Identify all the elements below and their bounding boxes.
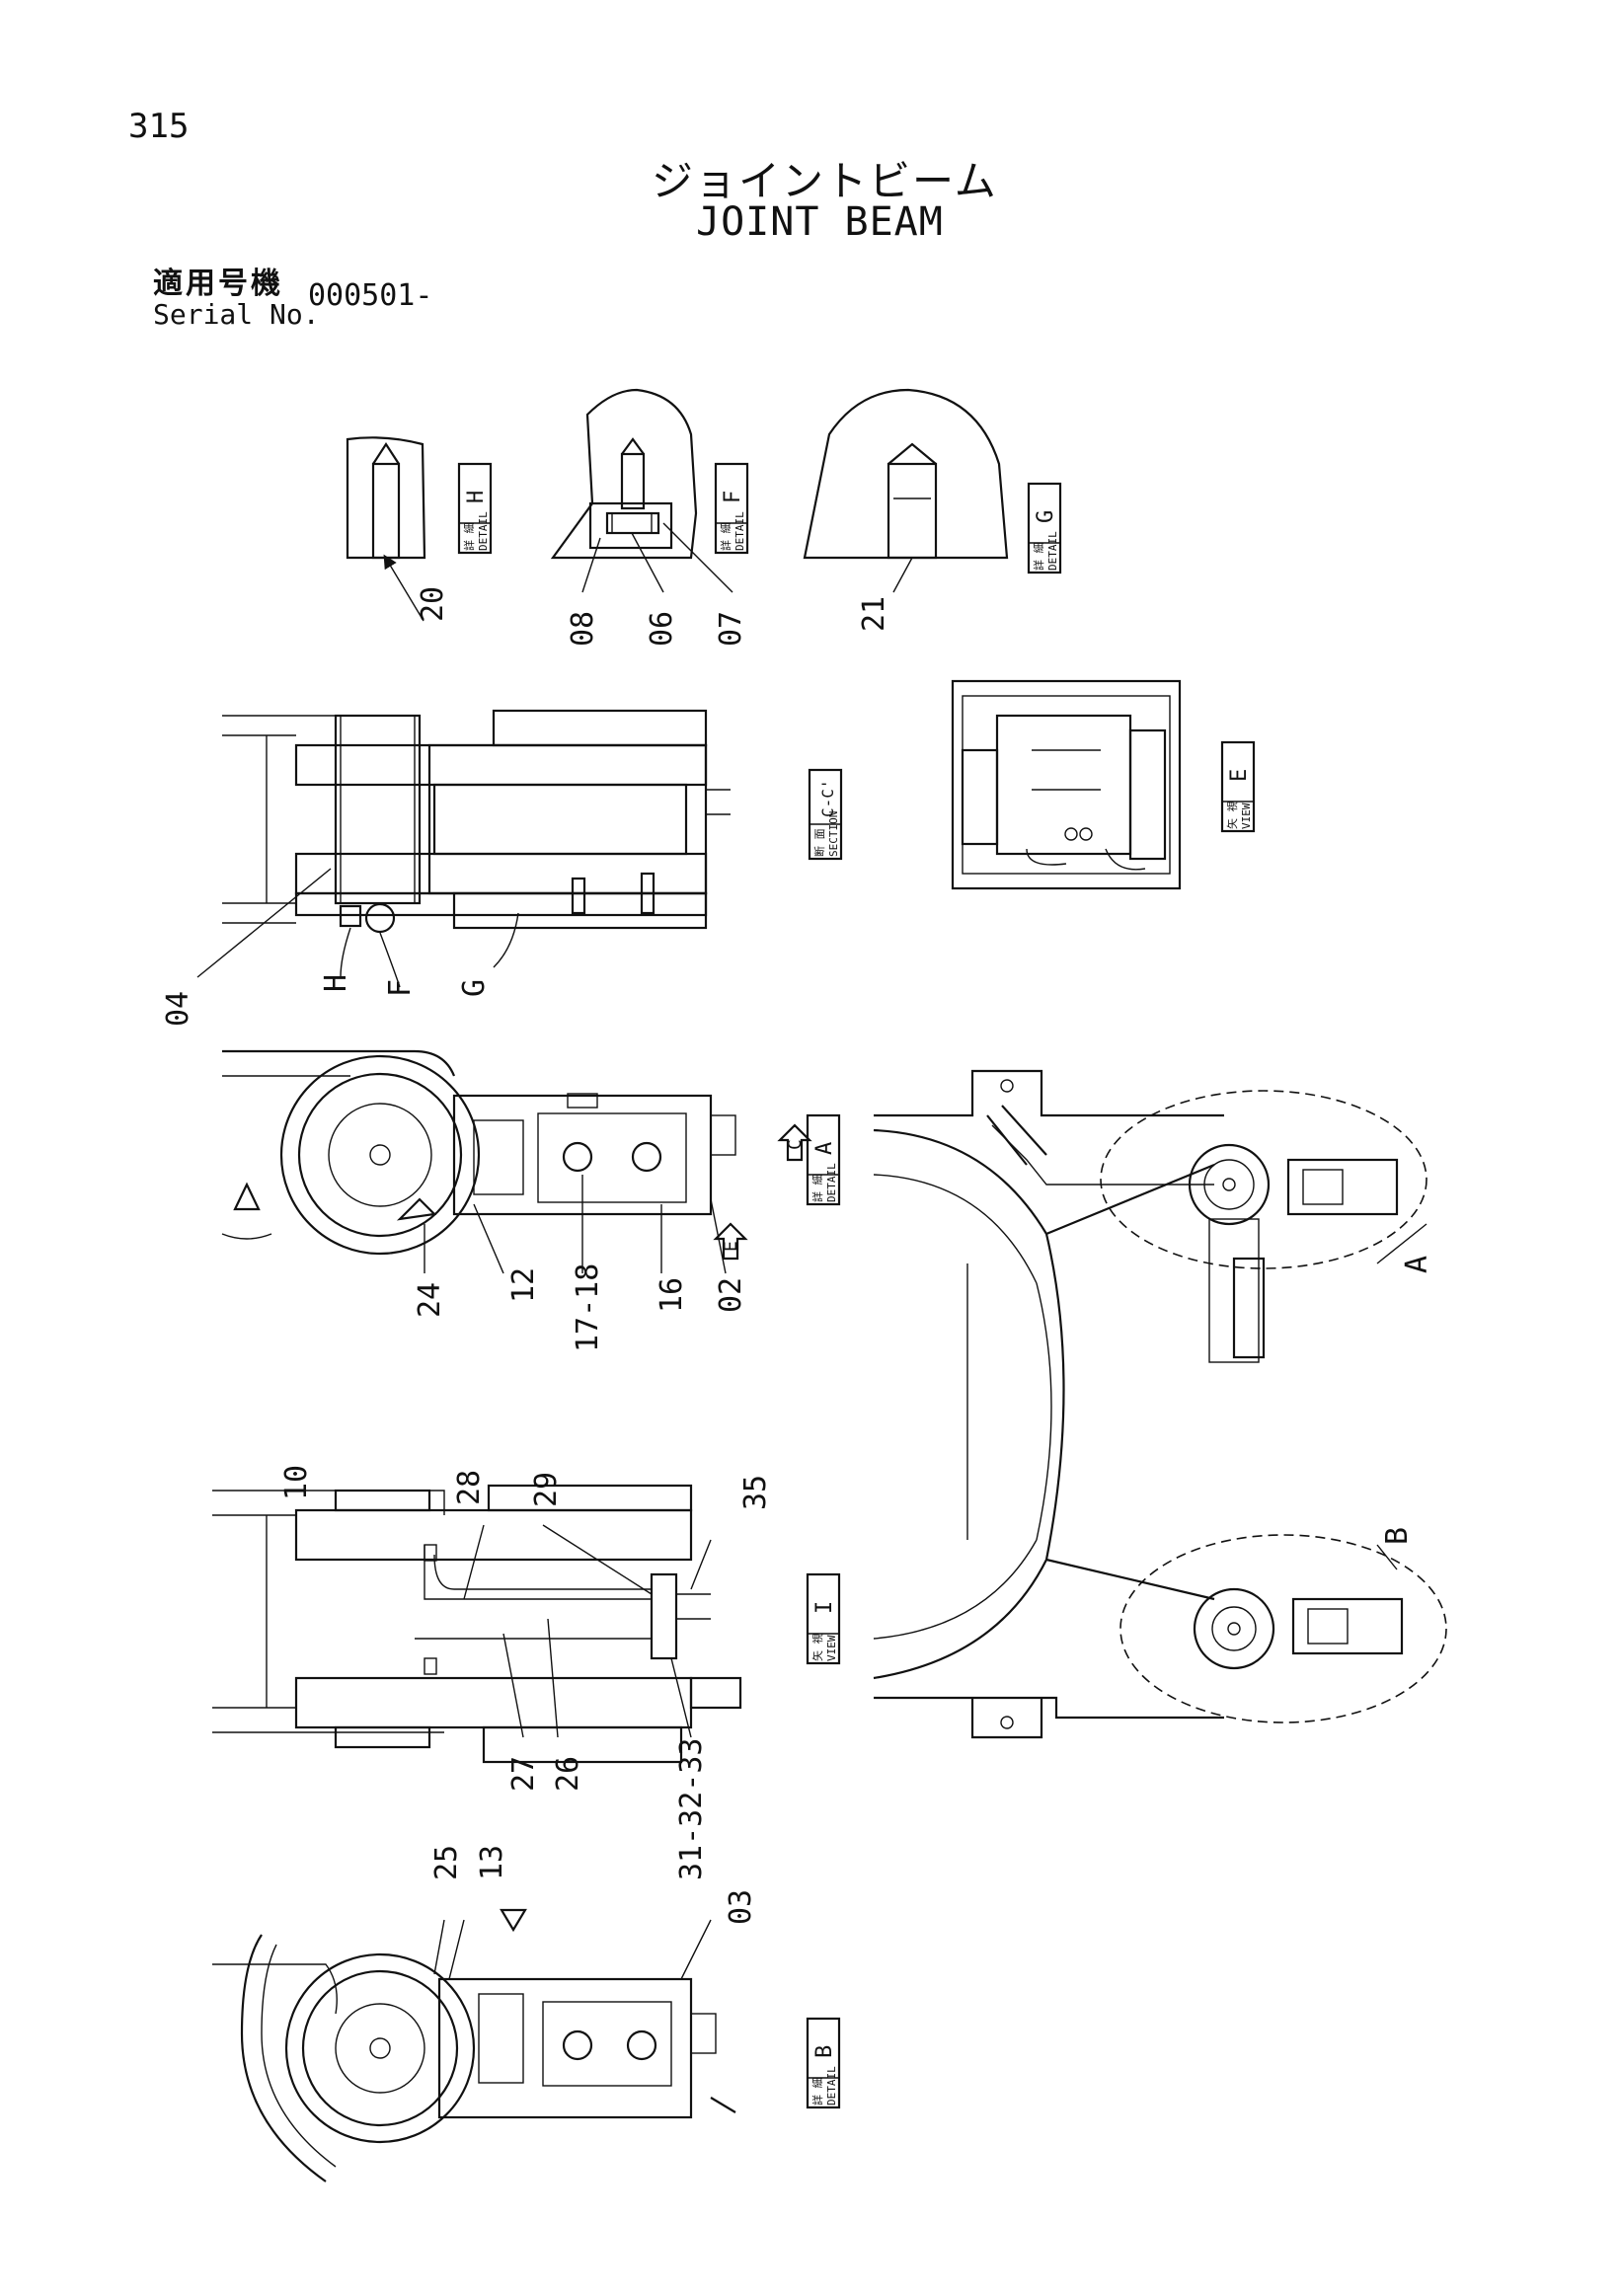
arrow-e-label: E [721, 1241, 741, 1252]
view-i-tag: I 矢 視 VIEW [806, 1572, 841, 1665]
detail-g-letter: G [1034, 510, 1058, 523]
view-e-letter: E [1227, 769, 1252, 782]
callout-06: 06 [645, 611, 679, 647]
detail-g-en: DETAIL [1046, 531, 1059, 571]
callout-24: 24 [413, 1282, 447, 1318]
callout-35: 35 [738, 1475, 773, 1510]
title-english: JOINT BEAM [696, 199, 944, 245]
callout-29: 29 [529, 1472, 564, 1507]
callout-16: 16 [655, 1277, 689, 1313]
detail-g-jp: 詳 細 [1032, 542, 1045, 571]
detail-h-en: DETAIL [477, 511, 490, 551]
serial-label-english: Serial No. [153, 298, 320, 331]
callout-21: 21 [857, 596, 891, 632]
detail-h-tag: H 詳 細 DETAIL [457, 462, 493, 555]
callout-12: 12 [506, 1267, 541, 1303]
detail-f-jp: 詳 細 [719, 522, 733, 551]
callout-27: 27 [506, 1756, 541, 1792]
callout-03: 03 [724, 1889, 758, 1925]
callout-a: A [1400, 1256, 1434, 1273]
callout-25: 25 [429, 1845, 464, 1880]
callout-02: 02 [714, 1277, 748, 1313]
detail-b-en: DETAIL [825, 2066, 838, 2105]
title-japanese: ジョイントビーム [652, 157, 998, 205]
section-cc-jp: 断 面 [812, 828, 826, 857]
callout-28: 28 [452, 1470, 487, 1505]
detail-b-letter: B [812, 2045, 837, 2058]
callout-10: 10 [279, 1465, 314, 1500]
view-e-drawing [951, 679, 1182, 890]
detail-f-drawing [550, 388, 733, 593]
detail-h-drawing [346, 436, 426, 622]
view-i-letter: I [812, 1601, 837, 1614]
view-e-en: VIEW [1240, 803, 1253, 829]
detail-a-letter: A [812, 1142, 837, 1155]
view-i-jp: 矢 視 [810, 1633, 824, 1661]
callout-13: 13 [475, 1845, 509, 1880]
detail-f-tag: F 詳 細 DETAIL [714, 462, 749, 555]
detail-f-letter: F [721, 491, 745, 503]
detail-b-drawing [212, 1908, 736, 2182]
view-e-jp: 矢 視 [1225, 801, 1239, 829]
detail-b-tag: B 詳 細 DETAIL [806, 2017, 841, 2109]
serial-number-value: 000501- [308, 278, 433, 313]
detail-a-tag: A 詳 細 DETAIL [806, 1113, 841, 1206]
callout-17-18: 17-18 [571, 1263, 605, 1352]
detail-h-letter: H [464, 491, 489, 503]
callout-31-32-33: 31-32-33 [674, 1738, 709, 1881]
view-i-en: VIEW [825, 1635, 838, 1661]
detail-b-jp: 詳 細 [810, 2077, 824, 2105]
callout-04: 04 [161, 991, 195, 1027]
callout-26: 26 [551, 1756, 585, 1792]
callout-b: B [1380, 1527, 1415, 1545]
page-number: 315 [128, 107, 190, 146]
detail-a-jp: 詳 細 [810, 1174, 824, 1202]
detail-a-drawing [221, 1049, 812, 1274]
callout-h: H [319, 974, 353, 992]
section-cc-en: SECTION [827, 811, 840, 857]
section-cc-letter: C-C' [818, 779, 837, 817]
detail-a-en: DETAIL [825, 1163, 838, 1202]
detail-g-drawing [803, 388, 1009, 593]
main-frame-drawing [873, 1069, 1447, 1739]
view-e-tag: E 矢 視 VIEW [1220, 740, 1256, 833]
callout-f: F [383, 979, 418, 997]
callout-07: 07 [714, 611, 748, 647]
view-i-drawing [212, 1484, 742, 1764]
callout-20: 20 [416, 586, 450, 622]
section-cc-drawing [196, 709, 731, 988]
callout-08: 08 [566, 611, 600, 647]
section-cc-tag: C-C' 断 面 SECTION [808, 768, 843, 861]
detail-f-en: DETAIL [733, 511, 746, 551]
detail-g-tag: G 詳 細 DETAIL [1027, 482, 1062, 574]
callout-g: G [457, 979, 492, 997]
detail-h-jp: 詳 細 [462, 522, 476, 551]
serial-label-japanese: 適用号機 [153, 267, 283, 301]
arrow-c-label: C [785, 1139, 806, 1150]
